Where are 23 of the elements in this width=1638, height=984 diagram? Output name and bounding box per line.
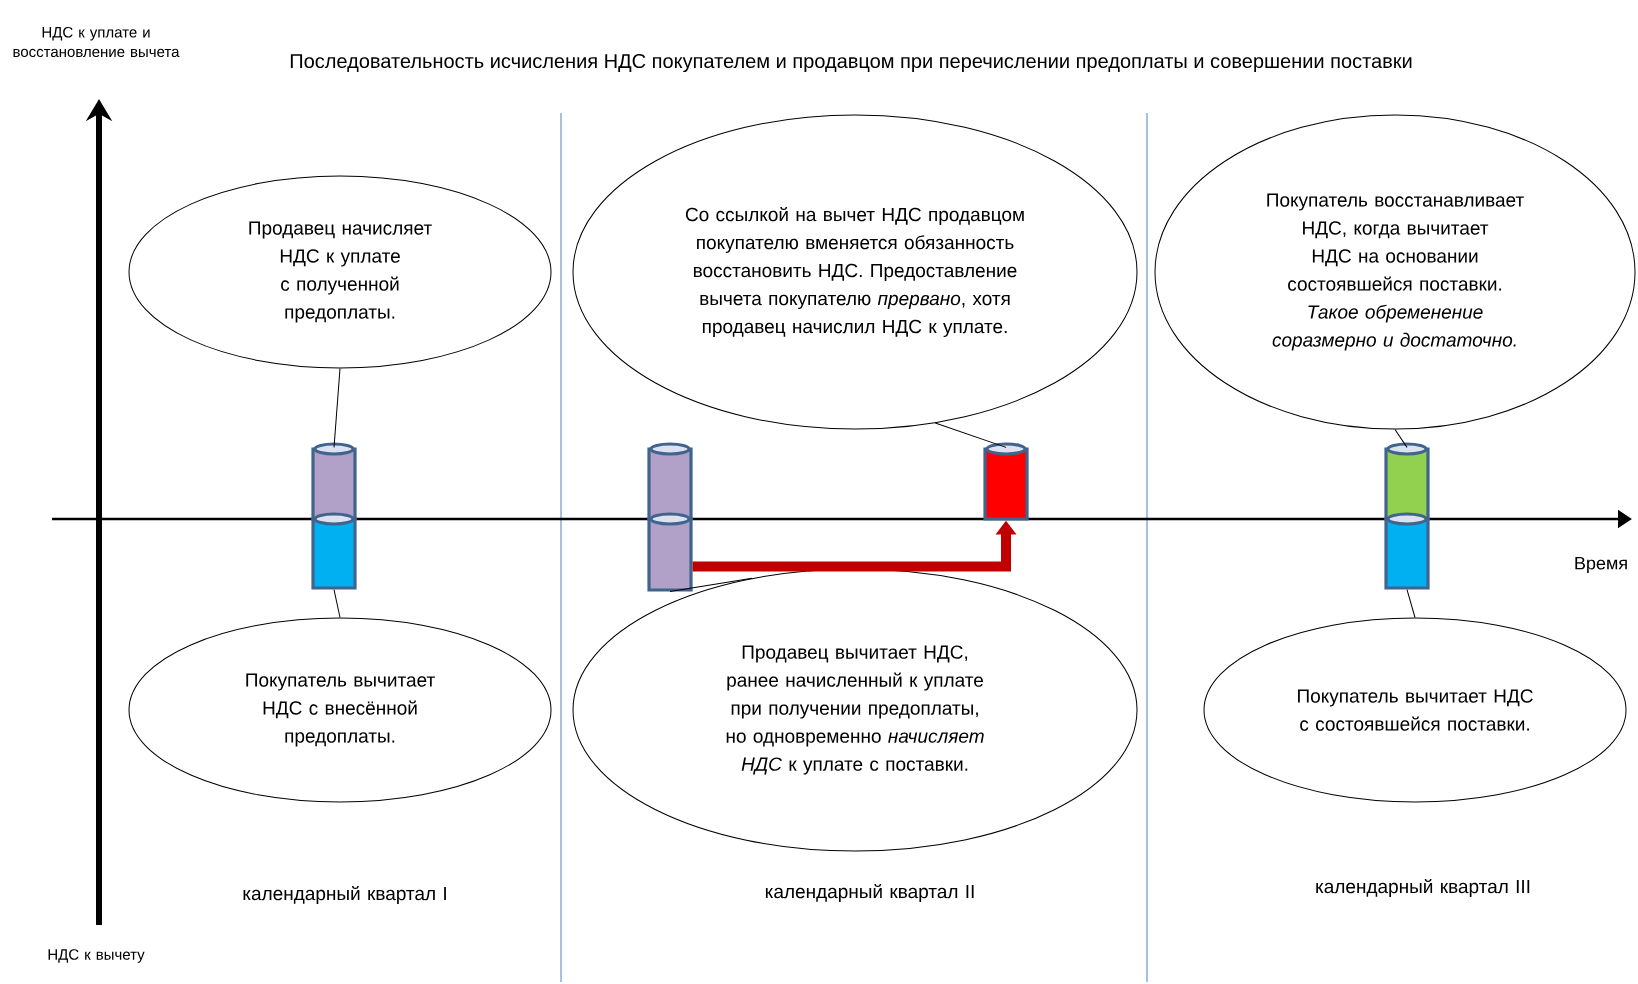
quarter-label: календарный квартал II: [765, 883, 974, 903]
speech-bubble: Продавец вычитает НДС, ранее начисленный к уплате при получении предоплаты, но одновременно начисляет НДС к уплате с поставки.: [572, 568, 1138, 852]
quarter-label: календарный квартал III: [1316, 878, 1530, 898]
axis-label: НДС к уплате и восстановление вычета: [13, 26, 180, 58]
speech-bubble: Покупатель вычитает НДС с состоявшейся поставки.: [1203, 617, 1627, 803]
quarter-label: календарный квартал I: [243, 885, 446, 905]
speech-bubble: Со ссылкой на вычет НДС продавцом покупателю вменяется обязанность восстановить НДС. Предоставление вычета покупателю прервано, хотя продавец начислил НДС к уплате.: [572, 114, 1138, 430]
cylinder: [983, 442, 1029, 521]
axis-label: Время: [1575, 556, 1627, 574]
cylinder: [1384, 512, 1430, 590]
cylinder: [311, 512, 357, 590]
leader-line: [1406, 589, 1416, 618]
speech-bubble: Покупатель восстанавливает НДС, когда вычитает НДС на основании состоявшейся поставки. Такое обременение соразмерно и достаточно.: [1154, 114, 1636, 430]
leader-line: [333, 589, 341, 618]
leader-line: [333, 368, 341, 448]
speech-bubble: Покупатель вычитает НДС с внесённой предоплаты.: [128, 617, 552, 803]
title: Последовательность исчисления НДС покупателем и продавцом при перечислении предоплаты и совершении поставки: [290, 53, 1412, 73]
leader-line: [669, 577, 753, 593]
leader-line: [934, 422, 1007, 448]
leader-line: [1394, 429, 1408, 448]
speech-bubble: Продавец начисляет НДС к уплате с полученной предоплаты.: [128, 175, 552, 369]
cylinder: [647, 512, 693, 592]
axis-label: НДС к вычету: [48, 949, 145, 963]
